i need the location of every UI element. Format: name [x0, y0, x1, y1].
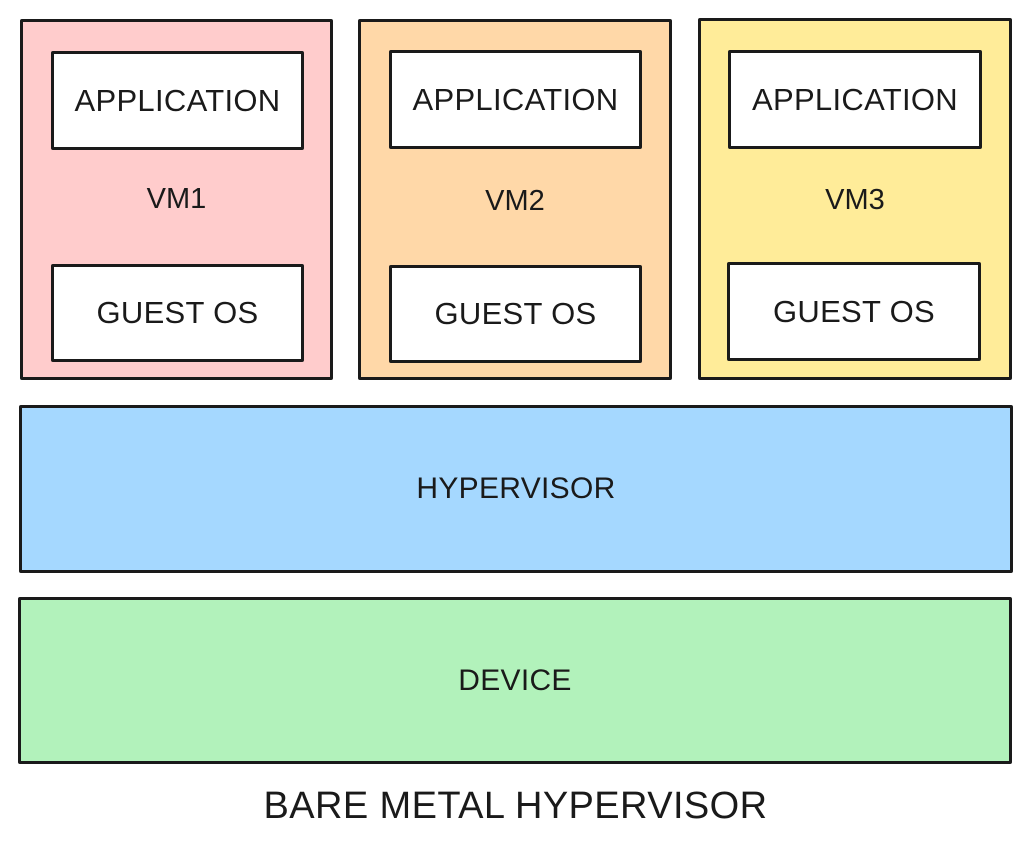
vm3-application-label: APPLICATION	[752, 81, 958, 117]
vm2-application-label: APPLICATION	[412, 81, 619, 117]
vm2-box: APPLICATION VM2 GUEST OS	[358, 19, 672, 380]
vm3-box: APPLICATION VM3 GUEST OS	[698, 18, 1012, 380]
vm1-label: VM1	[146, 183, 207, 215]
vm3-label: VM3	[825, 184, 885, 216]
vm3-application-box: APPLICATION	[728, 50, 982, 149]
vm3-guest-os-box: GUEST OS	[727, 262, 981, 361]
device-layer: DEVICE	[18, 597, 1012, 764]
vm1-box: APPLICATION VM1 GUEST OS	[20, 19, 333, 380]
hypervisor-label: HYPERVISOR	[416, 472, 616, 505]
hypervisor-layer: HYPERVISOR	[19, 405, 1013, 573]
vm2-guest-os-label: GUEST OS	[434, 296, 597, 331]
vm2-application-box: APPLICATION	[389, 50, 642, 149]
diagram-caption: BARE METAL HYPERVISOR	[263, 785, 768, 827]
vm1-guest-os-label: GUEST OS	[96, 295, 259, 330]
vm1-application-box: APPLICATION	[51, 51, 304, 150]
vm3-guest-os-label: GUEST OS	[772, 293, 936, 329]
vm1-application-label: APPLICATION	[74, 82, 281, 118]
device-label: DEVICE	[458, 663, 572, 697]
vm2-label: VM2	[485, 185, 545, 217]
vm2-guest-os-box: GUEST OS	[389, 265, 642, 363]
vm1-guest-os-box: GUEST OS	[51, 264, 304, 362]
